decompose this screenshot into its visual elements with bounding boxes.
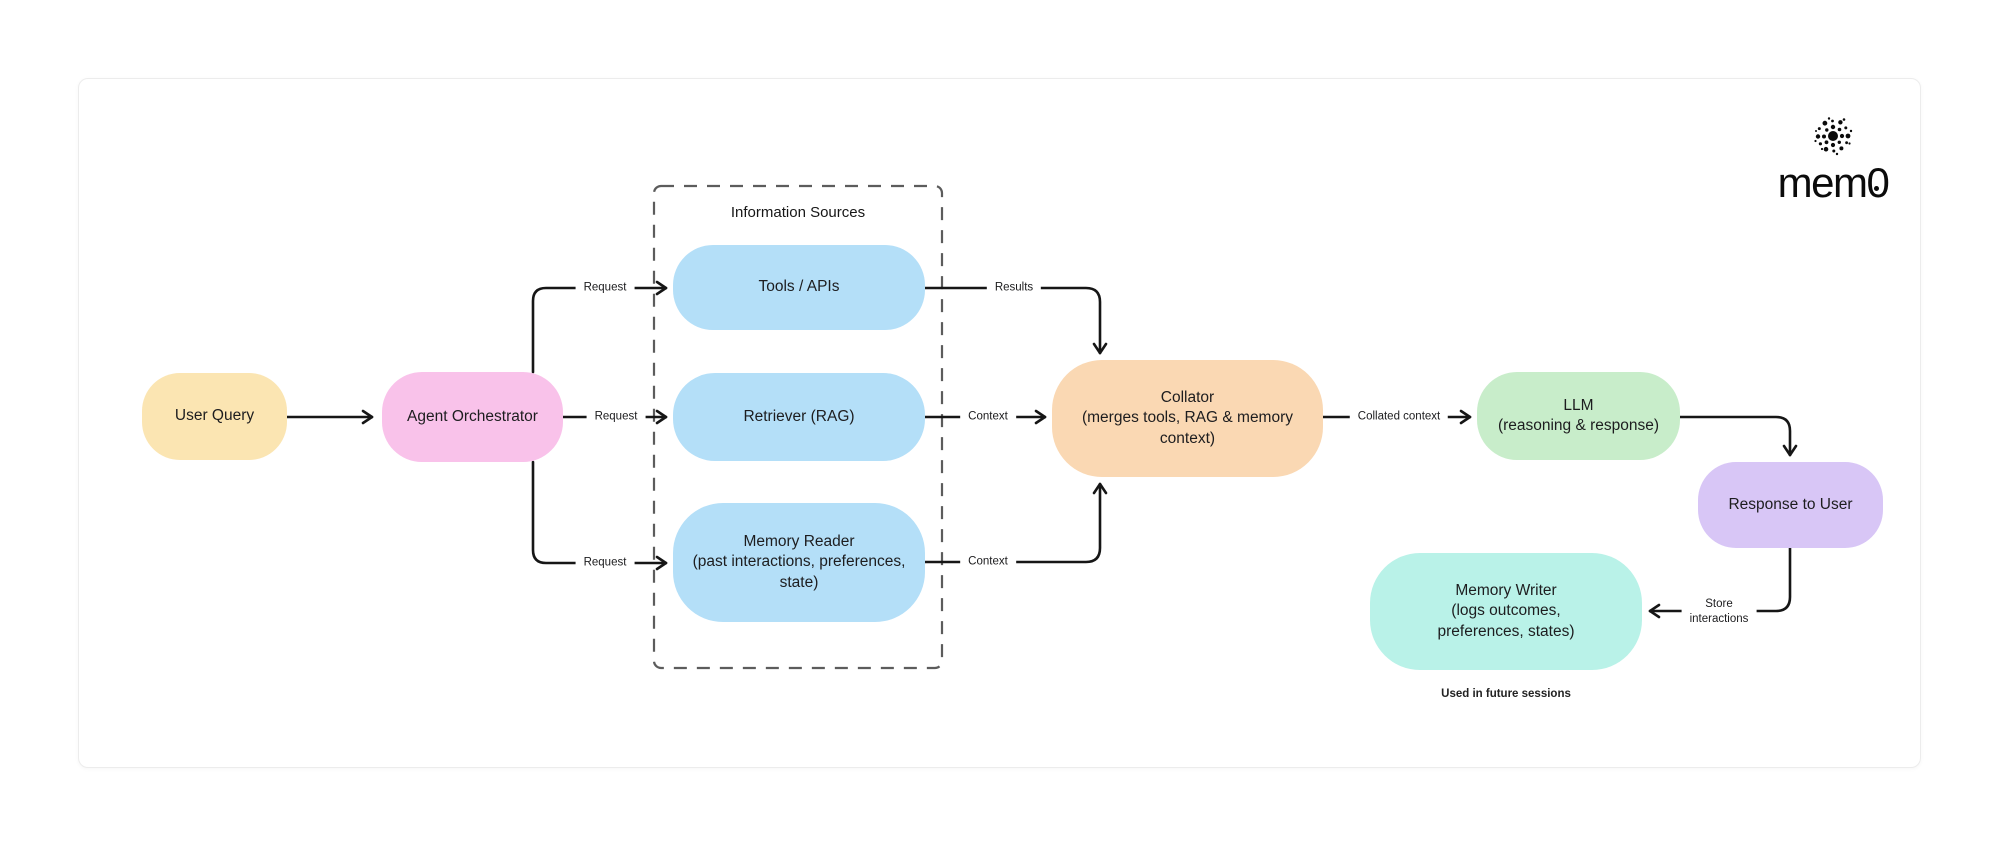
node-retriever-rag: Retriever (RAG): [673, 373, 925, 461]
node-tools-apis: Tools / APIs: [673, 245, 925, 330]
edge-orchestrator-to-memory-reader: [531, 460, 668, 571]
node-agent-orchestrator: Agent Orchestrator: [382, 372, 563, 462]
zero-center-dot: [1874, 186, 1880, 191]
edge-label-collated-context: Collated context: [1349, 408, 1449, 426]
node-collator: Collator (merges tools, RAG & memory con…: [1052, 360, 1323, 477]
edge-label-context-memory: Context: [960, 553, 1016, 571]
edge-label-request-memory: Request: [575, 554, 635, 572]
edge-llm-to-response: [1678, 415, 1798, 457]
node-response-to-user: Response to User: [1698, 462, 1883, 548]
edge-label-request-retriever: Request: [586, 408, 646, 426]
mem0-wordmark: mem0: [1777, 159, 1890, 206]
node-memory-reader: Memory Reader (past interactions, prefer…: [673, 503, 925, 622]
edge-label-results: Results: [986, 279, 1042, 297]
node-memory-writer: Memory Writer (logs outcomes, preference…: [1370, 553, 1642, 670]
information-sources-title: Information Sources: [730, 204, 866, 221]
mem0-logo: mem0: [1768, 116, 1898, 204]
edge-label-store-interactions: Store interactions: [1681, 596, 1757, 628]
edge-memory-reader-to-collator: [923, 482, 1108, 564]
node-user-query: User Query: [142, 373, 287, 460]
mem0-dot-burst-icon: [1814, 117, 1853, 156]
node-llm: LLM (reasoning & response): [1477, 372, 1680, 460]
edge-label-context-retriever: Context: [960, 408, 1016, 426]
edge-label-request-tools: Request: [575, 279, 635, 297]
edge-orchestrator-to-tools: [531, 280, 668, 374]
edge-tools-to-collator: [923, 286, 1108, 355]
mem0-logo-text: mem0: [1777, 159, 1890, 206]
future-sessions-caption: Used in future sessions: [1441, 688, 1571, 700]
